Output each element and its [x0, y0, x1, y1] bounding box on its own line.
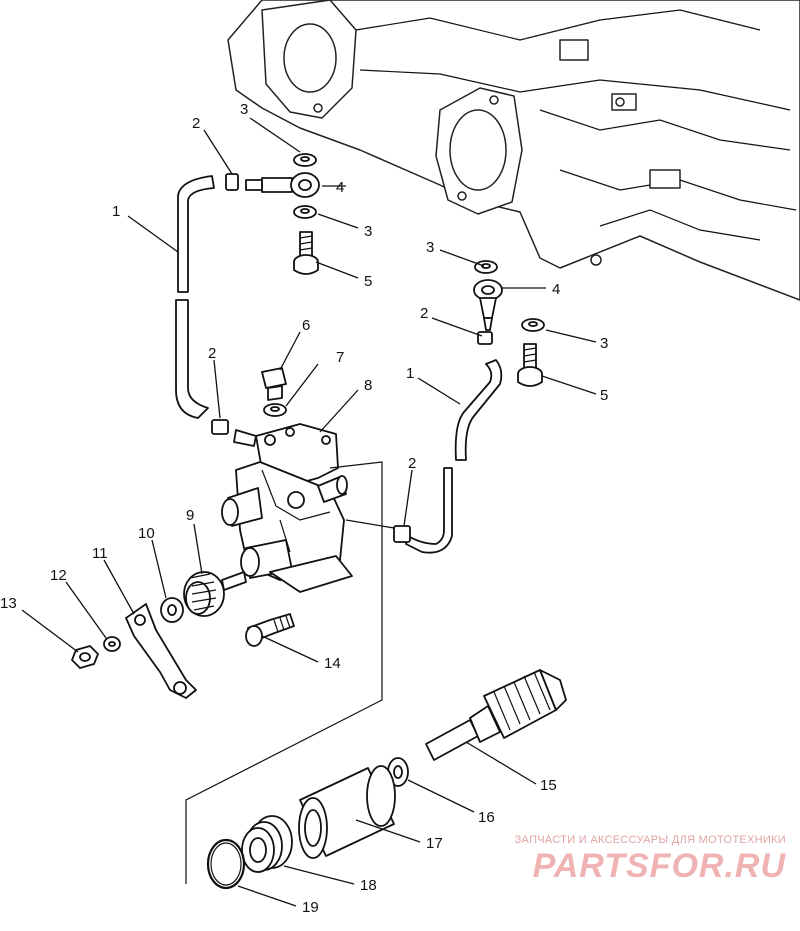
- callout-15: 15: [540, 777, 557, 794]
- oil-pump-8: [221, 423, 353, 593]
- engine-cylinder-block: [227, 0, 800, 301]
- callout-9: 9: [186, 507, 194, 524]
- drive-gear-shaft-15: [425, 669, 567, 761]
- callout-leader-lines: [21, 117, 597, 907]
- sleeve-17: [298, 765, 396, 859]
- watermark: ЗАПЧАСТИ И АКСЕССУАРЫ ДЛЯ МОТОТЕХНИКИ PA…: [515, 834, 786, 886]
- callout-13: 13: [0, 595, 17, 612]
- callout-2-lower-right: 2: [408, 455, 416, 472]
- callout-12: 12: [50, 567, 67, 584]
- washer-7: [263, 403, 287, 417]
- callout-16: 16: [478, 809, 495, 826]
- callout-18: 18: [360, 877, 377, 894]
- bushing-18: [241, 815, 293, 873]
- hose-clamp-2-upper-left: [225, 173, 239, 191]
- callout-19: 19: [302, 899, 319, 916]
- callout-5-left: 5: [364, 273, 372, 290]
- banjo-bolt-5-left: [293, 231, 319, 275]
- hose-clamp-2-upper-right: [477, 331, 493, 345]
- callout-10: 10: [138, 525, 155, 542]
- worm-gear-9: [183, 571, 247, 617]
- o-ring-19: [206, 838, 246, 890]
- bleed-screw-6: [261, 367, 287, 401]
- callout-17: 17: [426, 835, 443, 852]
- watermark-logo: PARTSFOR.RU: [532, 847, 786, 885]
- callout-2-upper-left: 2: [192, 115, 200, 132]
- hose-clamp-2-lower-right: [393, 525, 411, 543]
- callout-3-upper-right: 3: [426, 239, 434, 256]
- callout-1-right: 1: [406, 365, 414, 382]
- callout-3-right-side: 3: [600, 335, 608, 352]
- callout-8: 8: [364, 377, 372, 394]
- drive-shaft-connection-lines: [185, 461, 395, 884]
- callout-4-left: 4: [336, 179, 344, 196]
- washer-3-lower-left: [293, 205, 317, 219]
- callout-7: 7: [336, 349, 344, 366]
- watermark-tagline: ЗАПЧАСТИ И АКСЕССУАРЫ ДЛЯ МОТОТЕХНИКИ: [514, 834, 786, 846]
- callout-1-left: 1: [112, 203, 120, 220]
- washer-3-upper-left: [293, 153, 317, 167]
- callout-2-mid-left: 2: [208, 345, 216, 362]
- banjo-fitting-4-right: [473, 279, 503, 331]
- washer-12: [103, 636, 121, 652]
- callout-14: 14: [324, 655, 341, 672]
- banjo-fitting-4-left: [245, 172, 320, 198]
- banjo-bolt-5-right: [517, 343, 543, 387]
- callout-labels: 1 2 3 4 3 5 3 4 2 3 5 6 7 8 2 1 2 9 10 1…: [0, 101, 608, 916]
- oil-hose-1-right: [405, 359, 503, 554]
- hose-clamp-2-mid-left: [211, 419, 229, 435]
- callout-6: 6: [302, 317, 310, 334]
- nut-13: [71, 645, 99, 669]
- washer-3-upper-right: [474, 260, 498, 274]
- oil-hose-1-left: [175, 175, 215, 419]
- mounting-bolt-14: [245, 613, 295, 647]
- control-lever-11: [125, 603, 197, 699]
- callout-11: 11: [92, 545, 108, 562]
- washer-10: [160, 597, 184, 623]
- callout-4-right: 4: [552, 281, 560, 298]
- callout-5-right: 5: [600, 387, 608, 404]
- callout-3-upper-left: 3: [240, 101, 248, 118]
- washer-3-right-side: [521, 318, 545, 332]
- callout-3-lower-left: 3: [364, 223, 372, 240]
- callout-2-upper-right: 2: [420, 305, 428, 322]
